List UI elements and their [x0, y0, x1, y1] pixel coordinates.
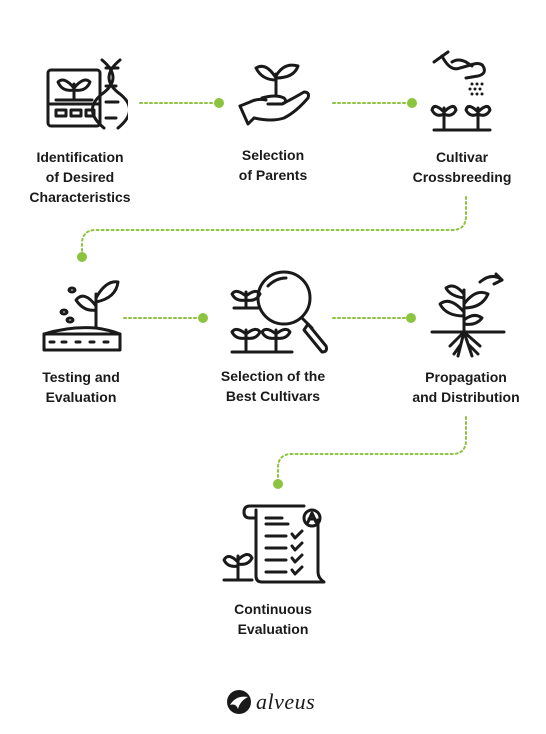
dna-seed-packet-icon: [46, 58, 128, 130]
step-6-label: Propagation and Distribution: [412, 369, 520, 405]
step-2-label: Selection of Parents: [238, 147, 308, 183]
magnifier-plants-icon: [230, 270, 328, 354]
step-1-label: Identification of Desired Characteristic…: [29, 149, 131, 205]
brand-logo: alveus: [226, 689, 315, 715]
step-4-label: Testing and Evaluation: [42, 369, 120, 405]
alveus-logo-icon: [227, 690, 251, 714]
step-5-label: Selection of the Best Cultivars: [220, 368, 326, 404]
connector-dot-4: [198, 313, 208, 323]
connector-dot-5: [406, 313, 416, 323]
plant-roots-arrow-icon: [430, 272, 506, 358]
hand-sprout-icon: [238, 63, 310, 126]
connector-dot-3: [77, 252, 87, 262]
checklist-scroll-icon: [222, 504, 326, 584]
step-7-label: Continuous Evaluation: [234, 601, 312, 637]
soil-seedling-icon: [42, 280, 122, 352]
connector-dot-6: [273, 479, 283, 489]
brand-name: alveus: [256, 689, 316, 714]
connector-6-7: [277, 416, 467, 485]
pollinating-hand-icon: [430, 50, 492, 132]
step-3-label: Cultivar Crossbreeding: [412, 149, 512, 185]
connector-3-4: [81, 196, 467, 258]
connector-dot-2: [407, 98, 417, 108]
connector-dot-1: [214, 98, 224, 108]
